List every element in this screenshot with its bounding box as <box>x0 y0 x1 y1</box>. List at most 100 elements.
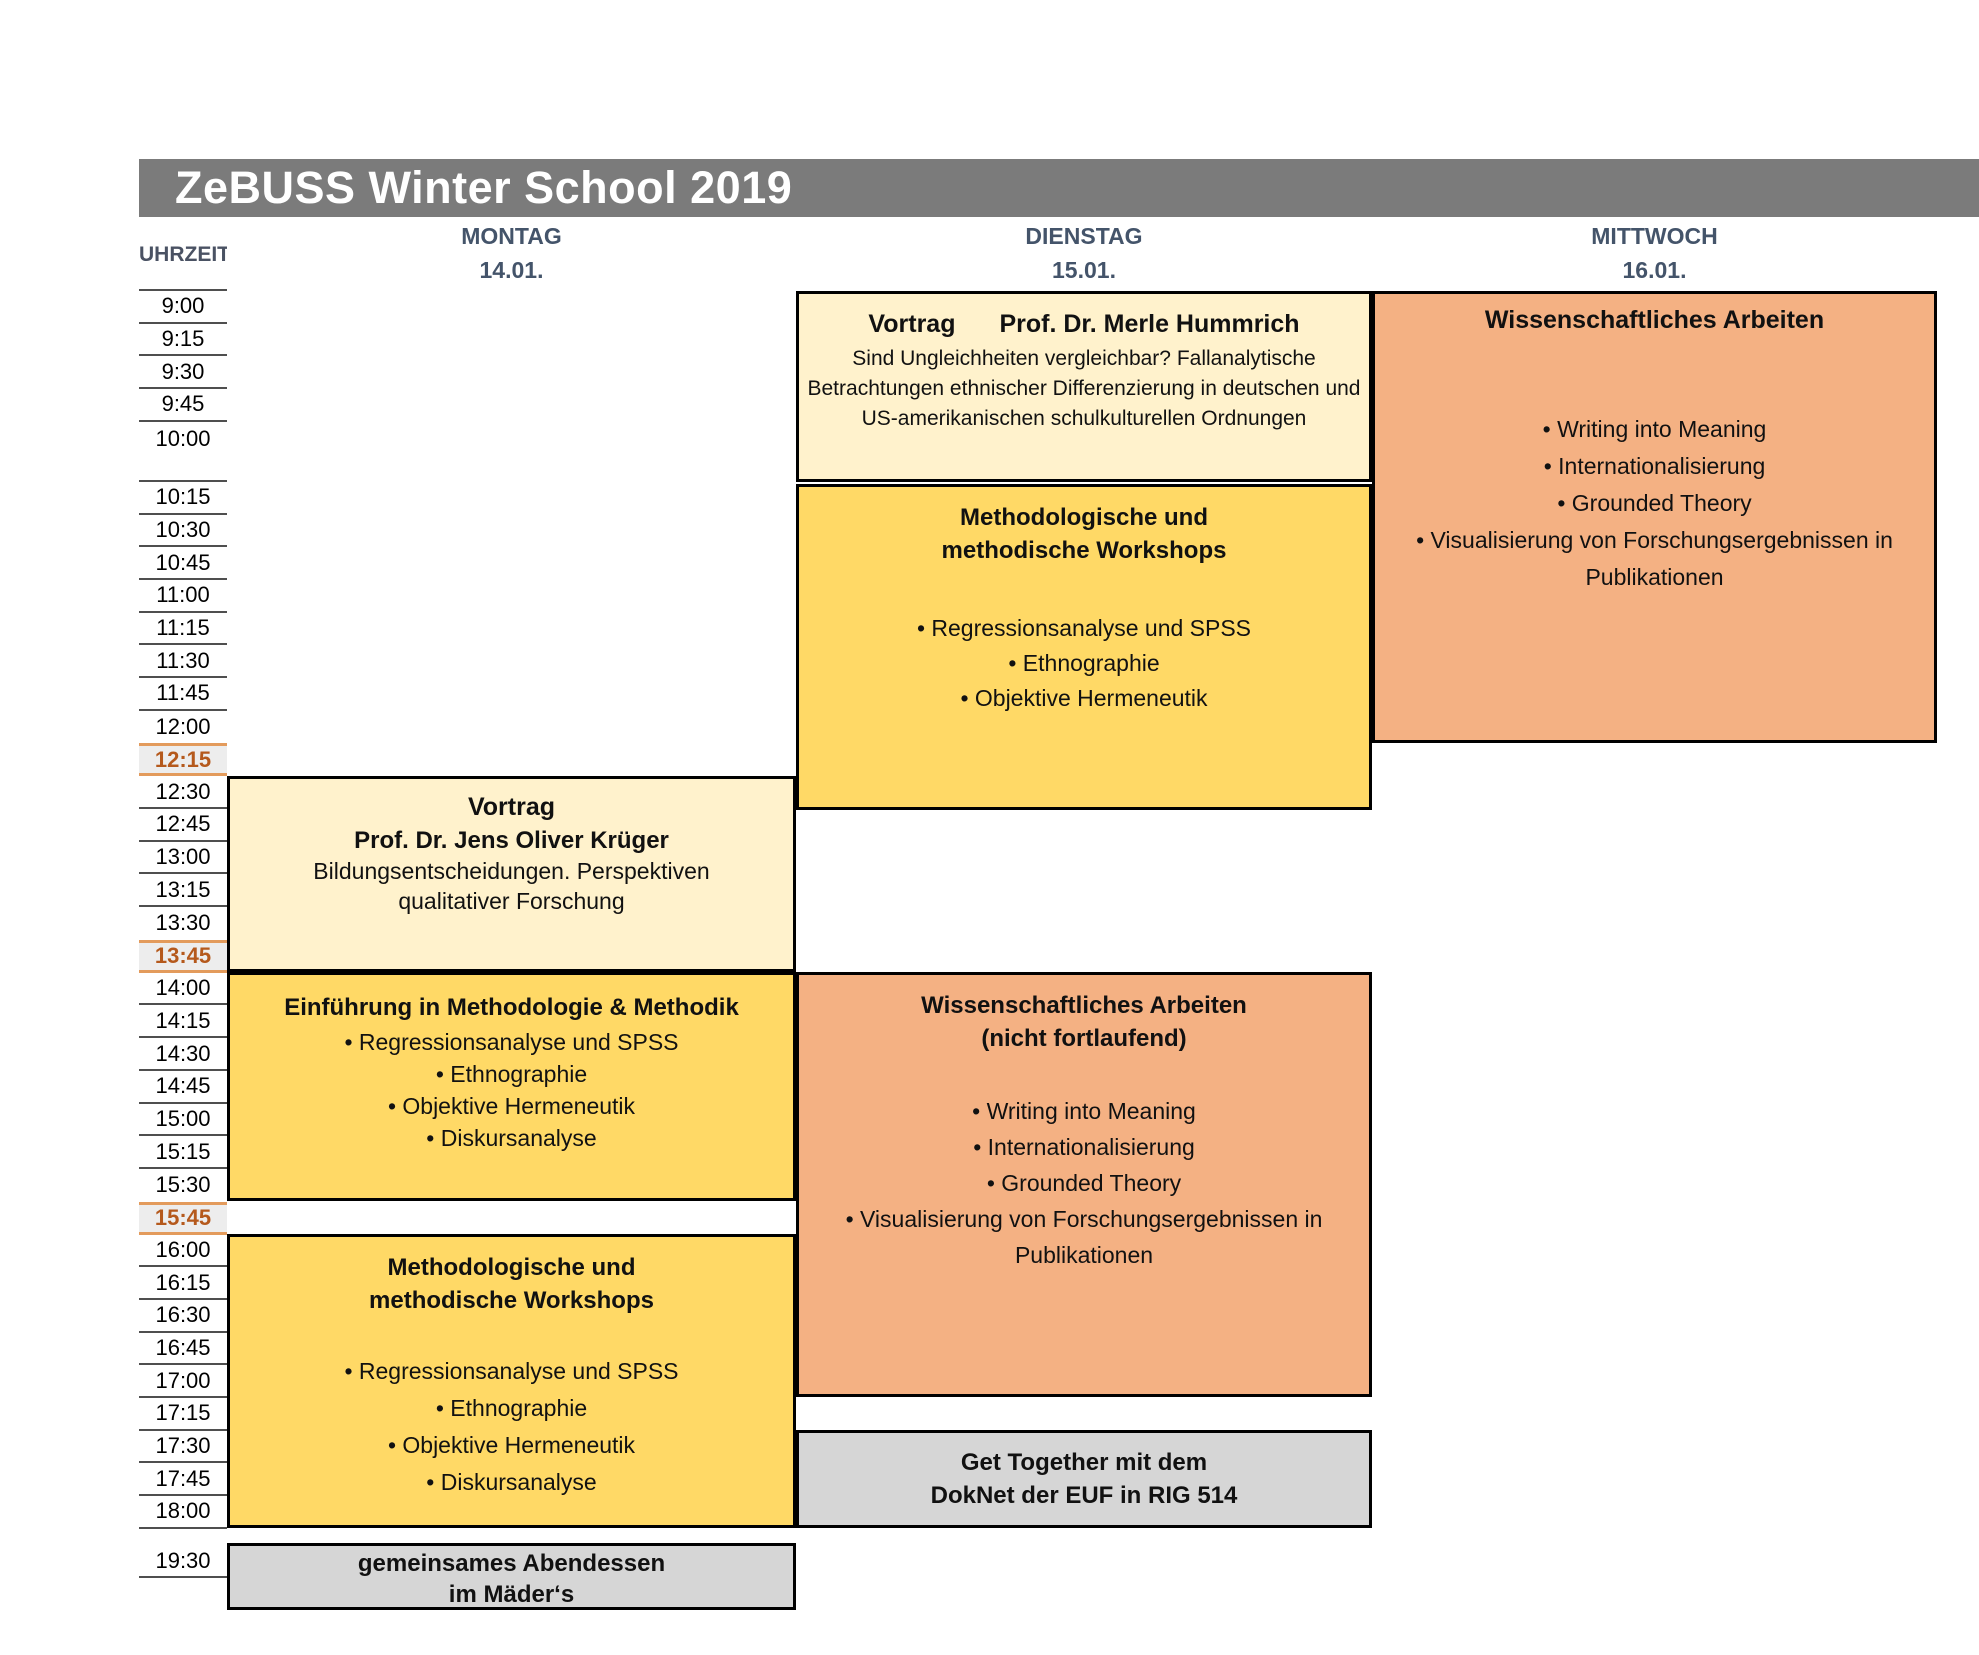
event-line1: Get Together mit dem <box>960 1449 1208 1476</box>
bullet-item: • Grounded Theory <box>986 1170 1182 1196</box>
time-slot: 9:00 <box>139 291 227 324</box>
time-slot: 17:00 <box>139 1365 227 1399</box>
event-title: Wissenschaftliches Arbeiten <box>1484 306 1825 334</box>
time-slot-label: 16:30 <box>155 1302 211 1328</box>
time-slot-label: 12:45 <box>155 811 211 837</box>
event-speaker: Prof. Dr. Merle Hummrich <box>999 310 1300 338</box>
event-speaker: Prof. Dr. Jens Oliver Krüger <box>354 827 669 854</box>
time-slot: 15:30 <box>139 1169 227 1202</box>
bullet-item: • Internationalisierung <box>1543 453 1766 479</box>
bullet-item: • Visualisierung von Forschungsergebniss… <box>1416 527 1893 590</box>
title-bar: ZeBUSS Winter School 2019 <box>139 159 1979 217</box>
time-slot: 13:00 <box>139 842 227 875</box>
time-slot: 11:15 <box>139 613 227 646</box>
event-line1: gemeinsames Abendessen <box>357 1550 666 1577</box>
page-title: ZeBUSS Winter School 2019 <box>175 162 793 213</box>
bullet-item: • Writing into Meaning <box>972 1098 1196 1124</box>
event-title: Einführung in Methodologie & Methodik <box>284 994 739 1021</box>
time-slot-label: 19:30 <box>155 1548 211 1574</box>
bullet-item: • Ethnographie <box>435 1061 588 1087</box>
time-slot: 19:30 <box>139 1546 227 1579</box>
event-subtitle: (nicht fortlaufend) <box>981 1025 1187 1052</box>
time-slot-label: 11:30 <box>156 647 210 673</box>
time-column-header: UHRZEIT <box>139 243 227 266</box>
bullet-item: • Visualisierung von Forschungsergebniss… <box>845 1206 1323 1268</box>
event-bullets: • Regressionsanalyse und SPSS • Ethnogra… <box>230 1353 793 1501</box>
time-slot-label: 15:45 <box>154 1205 212 1231</box>
time-slot-label: 10:15 <box>155 484 211 510</box>
time-slot: 11:00 <box>139 580 227 613</box>
bullet-item: • Grounded Theory <box>1557 490 1752 516</box>
time-slot: 10:15 <box>139 482 227 515</box>
time-slot-label: 11:00 <box>156 582 210 608</box>
event-line2: im Mäder‘s <box>448 1581 575 1608</box>
day-header-dienstag: DIENSTAG 15.01. <box>796 222 1372 284</box>
time-slot: 11:30 <box>139 645 227 678</box>
event-dienstag-get-together: Get Together mit dem DokNet der EUF in R… <box>796 1430 1372 1528</box>
day-name: DIENSTAG <box>1025 223 1143 249</box>
event-mittwoch-wissenschaftliches-arbeiten: Wissenschaftliches Arbeiten • Writing in… <box>1372 291 1937 743</box>
event-montag-abendessen: gemeinsames Abendessen im Mäder‘s <box>227 1543 796 1610</box>
time-slot-label: 16:45 <box>155 1335 211 1360</box>
time-slot: 9:15 <box>139 324 227 357</box>
time-slot: 9:45 <box>139 389 227 422</box>
bullet-item: • Objektive Hermeneutik <box>387 1432 636 1458</box>
time-slot-label: 9:30 <box>161 358 205 384</box>
time-slot: 15:45 <box>139 1201 227 1235</box>
time-slot: 10:45 <box>139 547 227 580</box>
event-title: Vortrag <box>467 793 556 821</box>
time-slot-label: 9:45 <box>161 391 205 417</box>
time-slot: 10:30 <box>139 515 227 548</box>
time-slot: 16:30 <box>139 1300 227 1333</box>
time-slot: 17:30 <box>139 1431 227 1464</box>
time-slot: 16:00 <box>139 1235 227 1268</box>
bullet-item: • Objektive Hermeneutik <box>387 1093 636 1119</box>
bullet-item: • Regressionsanalyse und SPSS <box>344 1358 679 1384</box>
time-slot-label: 15:30 <box>155 1172 211 1198</box>
time-slot: 17:45 <box>139 1463 227 1497</box>
event-bullets: • Writing into Meaning • Internationalis… <box>799 1093 1369 1273</box>
time-slot: 13:15 <box>139 874 227 908</box>
bullet-item: • Ethnographie <box>1008 650 1160 676</box>
event-montag-workshops: Methodologische und methodische Workshop… <box>227 1234 796 1528</box>
bullet-item: • Diskursanalyse <box>426 1125 597 1151</box>
time-slot: 14:30 <box>139 1038 227 1071</box>
time-slot-label: 17:15 <box>155 1400 211 1426</box>
time-slot-label: 10:45 <box>155 549 211 575</box>
event-title: Wissenschaftliches Arbeiten <box>921 992 1247 1019</box>
day-header-montag: MONTAG 14.01. <box>227 222 796 284</box>
time-slot: 13:45 <box>139 939 227 973</box>
bullet-item: • Regressionsanalyse und SPSS <box>916 615 1252 641</box>
time-slot-label: 9:15 <box>161 326 205 352</box>
time-slot-label: 17:45 <box>155 1465 211 1491</box>
time-column: 9:00 9:15 9:30 9:45 10:00 10:15 10:30 10… <box>139 289 227 1579</box>
event-body: Sind Ungleichheiten vergleichbar? Fallan… <box>807 347 1361 430</box>
time-slot-label: 12:30 <box>155 778 211 804</box>
time-slot: 15:15 <box>139 1136 227 1169</box>
event-title: Vortrag <box>868 310 956 338</box>
time-slot-label: 10:30 <box>155 516 211 542</box>
bullet-item: • Diskursanalyse <box>426 1469 597 1495</box>
time-slot: 13:30 <box>139 907 227 940</box>
event-dienstag-wissenschaftliches-arbeiten: Wissenschaftliches Arbeiten (nicht fortl… <box>796 972 1372 1397</box>
event-title: Methodologische und methodische Workshop… <box>369 1254 654 1314</box>
time-slot-label: 13:00 <box>155 844 211 870</box>
event-dienstag-workshops: Methodologische und methodische Workshop… <box>796 484 1372 810</box>
time-slot: 18:00 <box>139 1496 227 1529</box>
time-slot: 17:15 <box>139 1398 227 1431</box>
day-header-mittwoch: MITTWOCH 16.01. <box>1372 222 1937 284</box>
time-slot-label: 15:00 <box>155 1105 211 1131</box>
bullet-item: • Writing into Meaning <box>1542 416 1767 442</box>
time-slot-label: 13:30 <box>155 910 211 936</box>
event-dienstag-vortrag-hummrich: Vortrag Prof. Dr. Merle Hummrich Sind Un… <box>796 291 1372 482</box>
event-body: Bildungsentscheidungen. Perspektiven qua… <box>313 858 710 914</box>
day-date: 15.01. <box>1052 257 1116 283</box>
bullet-item: • Internationalisierung <box>973 1134 1195 1160</box>
time-slot: 11:45 <box>139 678 227 711</box>
time-slot-label: 18:00 <box>155 1498 211 1524</box>
day-date: 16.01. <box>1622 257 1687 283</box>
time-slot-label: 13:15 <box>155 876 211 902</box>
time-slot: 15:00 <box>139 1104 227 1137</box>
event-title-row: Vortrag Prof. Dr. Merle Hummrich <box>799 306 1369 342</box>
event-montag-vortrag-krueger: Vortrag Prof. Dr. Jens Oliver Krüger Bil… <box>227 776 796 972</box>
